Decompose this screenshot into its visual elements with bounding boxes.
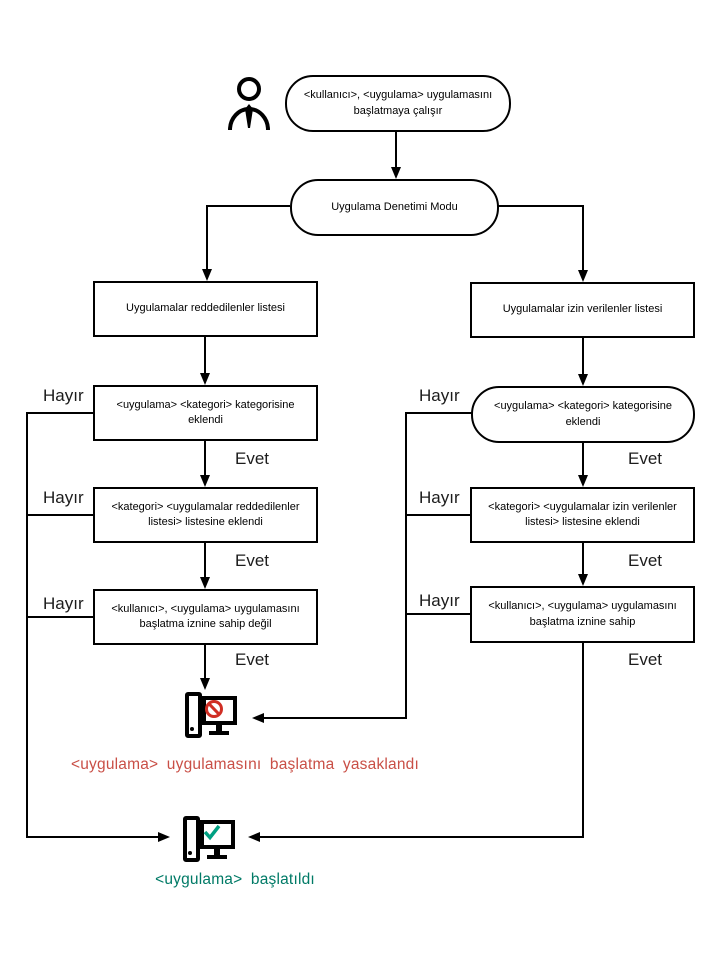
node-application-control-mode: Uygulama Denetimi Modu — [290, 179, 499, 236]
edge-label-no-left-1: Hayır — [43, 386, 84, 405]
node-denylist-permission-check: <kullanıcı>, <uygulama> uygulamasını baş… — [93, 589, 318, 645]
edge-allowlist-permission-yes-to-started — [248, 643, 584, 842]
edge-allowlist-no-stub-1 — [252, 412, 472, 723]
edge-label-yes-right-2: Evet — [628, 551, 663, 570]
edge-mode-to-denylist — [202, 205, 290, 281]
started-computer-icon — [183, 816, 235, 862]
prohibition-icon — [205, 700, 223, 718]
node-denylist-category-check: <uygulama> <kategori> kategorisine eklen… — [93, 385, 318, 441]
edge-label-no-right-3: Hayır — [419, 591, 460, 610]
node-start: <kullanıcı>, <uygulama> uygulamasını baş… — [285, 75, 511, 132]
started-outcome-text: <uygulama> başlatıldı — [155, 871, 315, 888]
blocked-computer-icon — [185, 692, 237, 738]
edge-label-yes-left-1: Evet — [235, 449, 270, 468]
node-allowlist-permission-check: <kullanıcı>, <uygulama> uygulamasını baş… — [470, 586, 695, 643]
node-allowlist-category-check: <uygulama> <kategori> kategorisine eklen… — [471, 386, 695, 443]
node-allowlist: Uygulamalar izin verilenler listesi — [470, 282, 695, 338]
edge-denylist-no-stub-1 — [26, 412, 170, 842]
edge-label-yes-right-1: Evet — [628, 449, 663, 468]
edge-label-yes-left-3: Evet — [235, 650, 270, 669]
edge-label-no-left-3: Hayır — [43, 594, 84, 613]
check-icon — [203, 824, 221, 841]
edge-label-no-right-1: Hayır — [419, 386, 460, 405]
edge-label-no-right-2: Hayır — [419, 488, 460, 507]
edge-label-no-left-2: Hayır — [43, 488, 84, 507]
node-denylist-added-check: <kategori> <uygulamalar reddedilenler li… — [93, 487, 318, 543]
edge-label-yes-left-2: Evet — [235, 551, 270, 570]
node-allowlist-added-check: <kategori> <uygulamalar izin verilenler … — [470, 487, 695, 543]
edge-label-yes-right-3: Evet — [628, 650, 663, 669]
node-denylist: Uygulamalar reddedilenler listesi — [93, 281, 318, 337]
user-icon — [228, 77, 270, 131]
edge-mode-to-allowlist — [498, 205, 588, 282]
blocked-outcome-text: <uygulama> uygulamasını başlatma yasakla… — [70, 756, 419, 773]
